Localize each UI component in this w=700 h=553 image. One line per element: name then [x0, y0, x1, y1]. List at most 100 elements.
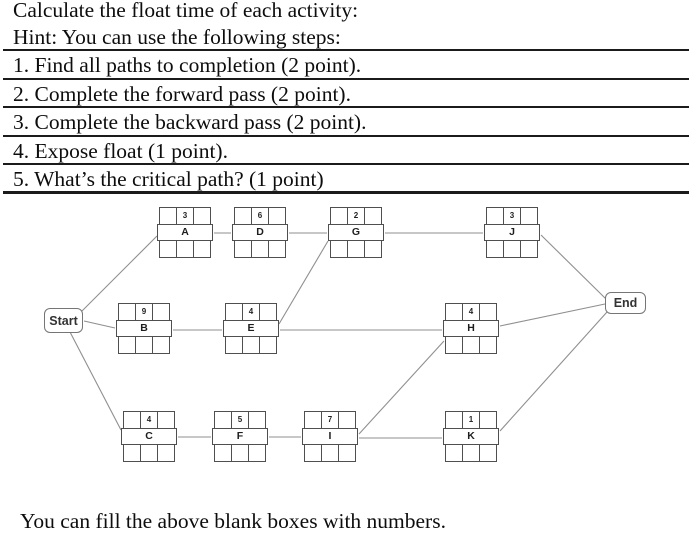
activity-name: B	[116, 320, 172, 337]
float-box	[232, 444, 249, 462]
ef-box	[269, 207, 286, 225]
edge-start-a	[81, 235, 158, 312]
duration-box: 3	[177, 207, 194, 225]
lf-box	[269, 240, 286, 258]
ef-box	[158, 411, 175, 429]
activity-name: E	[223, 320, 279, 337]
ls-box	[118, 336, 136, 354]
es-box	[225, 303, 243, 321]
activity-name: A	[157, 224, 213, 241]
ef-box	[521, 207, 538, 225]
float-box	[463, 336, 480, 354]
edge-start-c	[69, 331, 122, 431]
float-box	[252, 240, 269, 258]
activity-name: J	[484, 224, 540, 241]
float-box	[463, 444, 480, 462]
edge-i-h	[358, 340, 445, 435]
ls-box	[225, 336, 243, 354]
ef-box	[260, 303, 277, 321]
activity-name: H	[443, 320, 499, 337]
activity-node-a: 3 A	[157, 207, 213, 258]
lf-box	[365, 240, 382, 258]
duration-box: 9	[136, 303, 153, 321]
duration-box: 2	[348, 207, 365, 225]
ef-box	[153, 303, 170, 321]
es-box	[486, 207, 504, 225]
ef-box	[194, 207, 211, 225]
lf-box	[521, 240, 538, 258]
ls-box	[445, 444, 463, 462]
es-box	[445, 411, 463, 429]
activity-node-b: 9 B	[116, 303, 172, 354]
duration-box: 3	[504, 207, 521, 225]
activity-node-d: 6 D	[232, 207, 288, 258]
activity-node-e: 4 E	[223, 303, 279, 354]
edge-h-end	[499, 303, 606, 327]
lf-box	[194, 240, 211, 258]
activity-node-h: 4 H	[443, 303, 499, 354]
start-node: Start	[44, 308, 83, 333]
activity-node-i: 7 I	[302, 411, 358, 462]
ls-box	[234, 240, 252, 258]
ef-box	[339, 411, 356, 429]
float-box	[141, 444, 158, 462]
activity-node-f: 5 F	[212, 411, 268, 462]
edge-start-b	[83, 320, 116, 329]
ls-box	[304, 444, 322, 462]
duration-box: 1	[463, 411, 480, 429]
step-line-5: 5. What’s the critical path? (1 point)	[3, 165, 689, 194]
step-line-3: 3. Complete the backward pass (2 point).	[3, 108, 689, 137]
ls-box	[330, 240, 348, 258]
lf-box	[260, 336, 277, 354]
title-line: Calculate the float time of each activit…	[13, 0, 359, 22]
step-line-1: 1. Find all paths to completion (2 point…	[3, 51, 689, 80]
float-box	[136, 336, 153, 354]
activity-name: I	[302, 428, 358, 445]
activity-name: D	[232, 224, 288, 241]
activity-node-g: 2 G	[328, 207, 384, 258]
end-node: End	[605, 292, 646, 314]
lf-box	[480, 444, 497, 462]
lf-box	[153, 336, 170, 354]
duration-box: 4	[141, 411, 158, 429]
activity-name: G	[328, 224, 384, 241]
ls-box	[486, 240, 504, 258]
ls-box	[123, 444, 141, 462]
float-box	[243, 336, 260, 354]
duration-box: 4	[243, 303, 260, 321]
ls-box	[159, 240, 177, 258]
activity-node-j: 3 J	[484, 207, 540, 258]
ef-box	[365, 207, 382, 225]
lf-box	[480, 336, 497, 354]
es-box	[123, 411, 141, 429]
duration-box: 5	[232, 411, 249, 429]
edge-k-end	[499, 311, 608, 432]
es-box	[159, 207, 177, 225]
ls-box	[445, 336, 463, 354]
lf-box	[249, 444, 266, 462]
es-box	[234, 207, 252, 225]
float-box	[322, 444, 339, 462]
ef-box	[480, 303, 497, 321]
duration-box: 4	[463, 303, 480, 321]
float-box	[348, 240, 365, 258]
ef-box	[249, 411, 266, 429]
es-box	[445, 303, 463, 321]
activity-name: F	[212, 428, 268, 445]
footer-note: You can fill the above blank boxes with …	[20, 509, 446, 533]
activity-node-k: 1 K	[443, 411, 499, 462]
float-box	[504, 240, 521, 258]
activity-node-c: 4 C	[121, 411, 177, 462]
edge-j-end	[540, 234, 607, 300]
ls-box	[214, 444, 232, 462]
es-box	[118, 303, 136, 321]
edge-e-g	[278, 240, 329, 325]
step-line-4: 4. Expose float (1 point).	[3, 137, 689, 165]
duration-box: 6	[252, 207, 269, 225]
es-box	[330, 207, 348, 225]
lf-box	[158, 444, 175, 462]
lf-box	[339, 444, 356, 462]
duration-box: 7	[322, 411, 339, 429]
